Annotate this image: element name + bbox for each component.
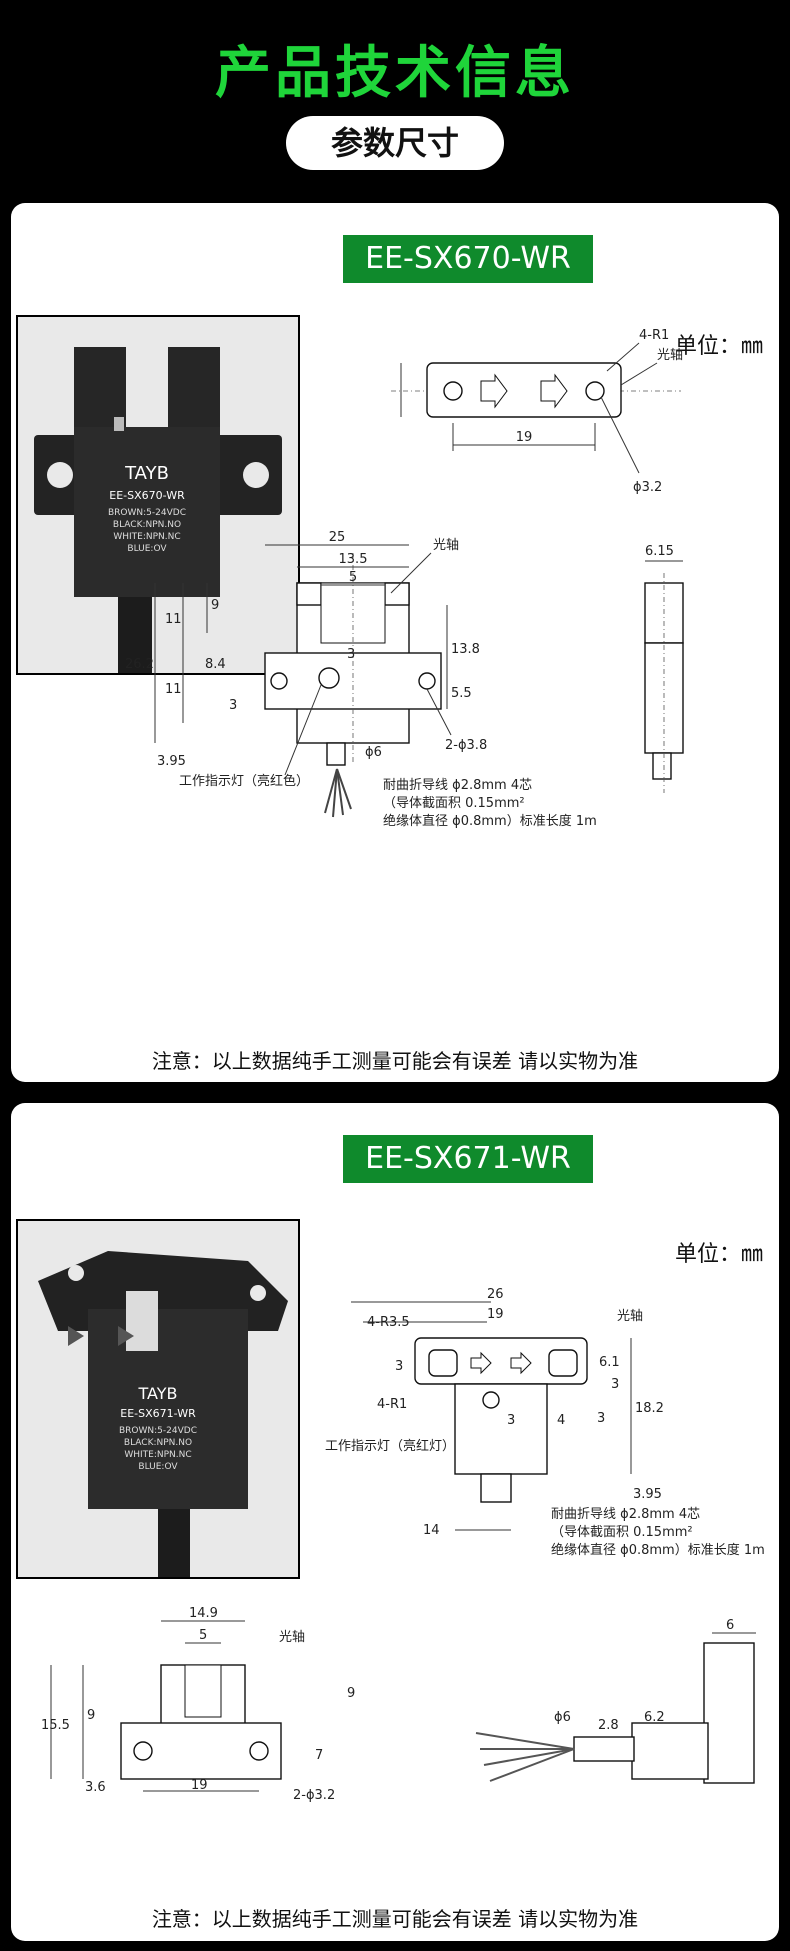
dim-slot: 5 xyxy=(349,570,357,585)
dim-base: 14 xyxy=(423,1523,440,1538)
dim-bottom: 3.6 xyxy=(85,1780,106,1795)
product-card-sx670: EE-SX670-WR 单位：㎜ TAYB EE-SX670-WR BROWN:… xyxy=(11,203,779,1082)
photo-brand: TAYB xyxy=(138,1384,178,1403)
cable-note-3: 绝缘体直径 ϕ0.8mm）标准长度 1m xyxy=(383,813,597,829)
front-view-drawing: 25 13.5 5 光轴 26.2 11 11 9 8.4 3 3 13.8 5… xyxy=(125,530,597,829)
cable-note-1: 耐曲折导线 ϕ2.8mm 4芯 xyxy=(551,1507,700,1522)
cable-dia: ϕ6 xyxy=(365,745,382,760)
disclaimer-note: 注意：以上数据纯手工测量可能会有误差 请以实物为准 xyxy=(151,1907,639,1931)
product-photo: TAYB EE-SX670-WR BROWN:5-24VDC BLACK:NPN… xyxy=(16,315,300,675)
dim-18-2: 18.2 xyxy=(635,1401,664,1416)
dim-5-5: 5.5 xyxy=(451,686,472,701)
axis-label: 光轴 xyxy=(657,348,683,363)
dim-bottom: 3.95 xyxy=(157,754,186,769)
dim-bottom: 3.95 xyxy=(633,1487,662,1502)
dim-8-4: 8.4 xyxy=(205,657,226,672)
model-banner: EE-SX671-WR xyxy=(343,1135,593,1183)
dim-thickness: 6.15 xyxy=(645,544,674,559)
top-view-drawing: 19 4-R1 光轴 ϕ3.2 xyxy=(391,328,683,495)
dim-inner-width: 13.5 xyxy=(339,552,368,567)
model-banner: EE-SX670-WR xyxy=(343,235,593,283)
photo-line-3: WHITE:NPN.NC xyxy=(124,1450,191,1460)
front-view-drawing: 14.9 5 光轴 15.5 9 9 7 3.6 19 2-ϕ3.2 xyxy=(41,1606,355,1803)
product-photo: TAYB EE-SX671-WR BROWN:5-24VDC BLACK:NPN… xyxy=(16,1219,300,1579)
photo-line-2: BLACK:NPN.NO xyxy=(113,520,181,530)
dim-right-9: 9 xyxy=(347,1686,355,1701)
dim-slot-depth: 9 xyxy=(211,598,219,613)
r-label: 4-R1 xyxy=(639,328,669,343)
dim-3d: 3 xyxy=(597,1411,605,1426)
axis-label: 光轴 xyxy=(279,1630,305,1645)
cable-note-3: 绝缘体直径 ϕ0.8mm）标准长度 1m xyxy=(551,1542,765,1558)
dim-width: 19 xyxy=(516,430,533,445)
disclaimer-note: 注意：以上数据纯手工测量可能会有误差 请以实物为准 xyxy=(151,1049,639,1073)
dim-slot-depth: 9 xyxy=(87,1708,95,1723)
dim-inner-width: 14.9 xyxy=(189,1606,218,1621)
holes-label: 2-ϕ3.8 xyxy=(445,738,487,753)
unit-label: 单位：㎜ xyxy=(674,1242,763,1267)
cable-note-2: （导体截面积 0.15mm² xyxy=(383,796,525,811)
photo-line-1: BROWN:5-24VDC xyxy=(119,1426,197,1436)
dim-right-7: 7 xyxy=(315,1748,323,1763)
dim-height: 15.5 xyxy=(41,1718,70,1733)
dim-3: 3 xyxy=(395,1359,403,1374)
photo-line-3: WHITE:NPN.NC xyxy=(113,532,180,542)
r-label-a: 4-R3.5 xyxy=(367,1315,410,1330)
dim-3a: 3 xyxy=(347,647,355,662)
cable-dia: ϕ6 xyxy=(554,1710,571,1725)
dim-13-8: 13.8 xyxy=(451,642,480,657)
photo-line-2: BLACK:NPN.NO xyxy=(124,1438,192,1448)
side-view-drawing: 6.15 xyxy=(644,544,684,793)
dim-overall-width: 25 xyxy=(329,530,346,545)
axis-label: 光轴 xyxy=(617,1309,643,1324)
cable-note-1: 耐曲折导线 ϕ2.8mm 4芯 xyxy=(383,778,532,793)
dim-6-2: 6.2 xyxy=(644,1710,665,1725)
indicator-label: 工作指示灯（亮红色） xyxy=(179,773,309,789)
dim-11a: 11 xyxy=(165,612,182,627)
photo-model: EE-SX671-WR xyxy=(120,1407,196,1420)
dim-4: 4 xyxy=(557,1413,565,1428)
photo-line-1: BROWN:5-24VDC xyxy=(108,508,186,518)
page-title: 产品技术信息 xyxy=(215,41,575,106)
dim-3b: 3 xyxy=(611,1377,619,1392)
dim-11b: 11 xyxy=(165,682,182,697)
dim-3b: 3 xyxy=(229,698,237,713)
dim-pitch: 19 xyxy=(191,1778,208,1793)
dim-height: 26.2 xyxy=(125,657,154,672)
dim-slot: 5 xyxy=(199,1628,207,1643)
dim-overall-width: 26 xyxy=(487,1287,504,1302)
axis-label: 光轴 xyxy=(433,538,459,553)
dim-6-1: 6.1 xyxy=(599,1355,620,1370)
dim-thickness: 6 xyxy=(726,1618,734,1633)
hole-label: ϕ3.2 xyxy=(633,480,662,495)
photo-line-4: BLUE:OV xyxy=(138,1462,178,1472)
dim-2-8: 2.8 xyxy=(598,1718,619,1733)
section-subtitle: 参数尺寸 xyxy=(286,116,504,170)
dim-3c: 3 xyxy=(507,1413,515,1428)
indicator-label: 工作指示灯（亮红灯） xyxy=(325,1438,455,1454)
r-label-b: 4-R1 xyxy=(377,1397,407,1412)
top-view-drawing: 26 19 4-R3.5 光轴 3 4-R1 6.1 3 3 4 3 18.2 … xyxy=(325,1287,765,1558)
photo-line-4: BLUE:OV xyxy=(127,544,167,554)
product-card-sx671: EE-SX671-WR 单位：㎜ TAYB EE-SX671-WR BROWN:… xyxy=(11,1103,779,1941)
photo-brand: TAYB xyxy=(124,463,169,484)
holes-label: 2-ϕ3.2 xyxy=(293,1788,335,1803)
unit-label: 单位：㎜ xyxy=(674,334,763,359)
cable-note-2: （导体截面积 0.15mm² xyxy=(551,1525,693,1540)
side-view-drawing: 6 ϕ6 2.8 6.2 xyxy=(475,1618,756,1784)
dim-hole-pitch: 19 xyxy=(487,1307,504,1322)
photo-model: EE-SX670-WR xyxy=(109,489,185,502)
